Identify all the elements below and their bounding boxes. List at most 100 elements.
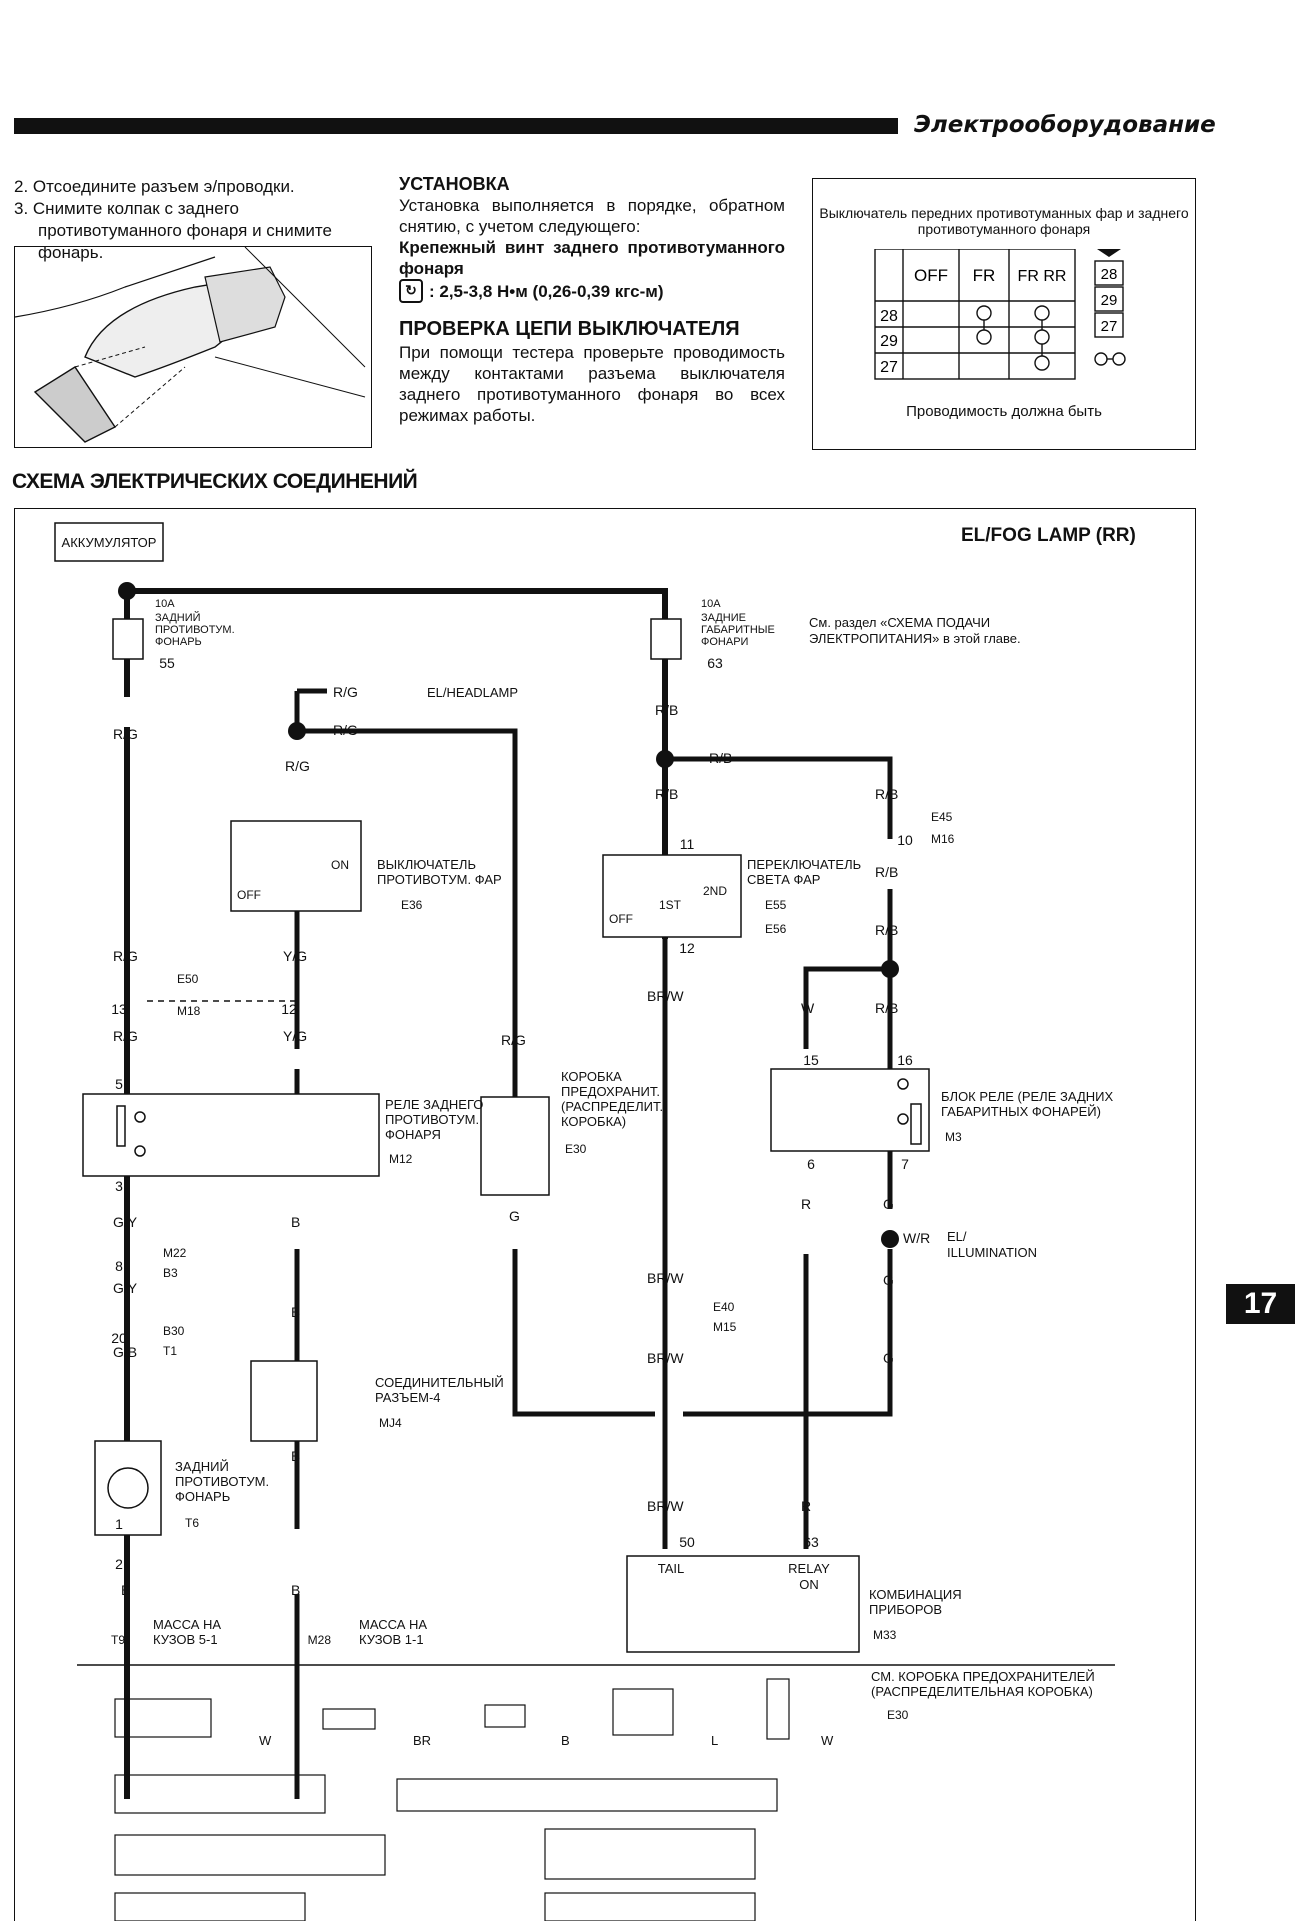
wire-rg-7: R/G [501,1032,526,1048]
fog-switch-label-2: ПРОТИВОТУМ. ФАР [377,872,502,887]
pin-7: 7 [901,1156,909,1172]
pin-1-lamp: 1 [115,1516,123,1532]
pin-12b: 12 [679,940,695,956]
conn-m22: M22 [163,1246,187,1260]
light-switch-1st: 1ST [659,898,682,912]
ground1-conn: T9 [111,1633,125,1647]
light-switch-2nd: 2ND [703,884,727,898]
wire-rg-3: R/G [333,722,358,738]
col-off: OFF [914,266,948,285]
wire-rb-1: R/B [655,702,678,718]
torque-value: : 2,5-3,8 Н•м (0,26-0,39 кгс-м) [429,281,664,301]
col-fr-rr: FR RR [1018,268,1067,285]
fog-relay-label-2: ПРОТИВОТУМ. [385,1112,479,1127]
see-note-1: См. раздел «СХЕМА ПОДАЧИ [809,615,990,630]
removal-steps: 2. Отсоедините разъем э/проводки. 3. Сни… [14,176,384,264]
fuse-box-conn: E30 [565,1142,587,1156]
wire-b-2: B [291,1304,300,1320]
fuse2-rating: 10A [701,598,721,610]
conn-color-w-2: W [821,1733,834,1748]
check-heading: ПРОВЕРКА ЦЕПИ ВЫКЛЮЧАТЕЛЯ [399,318,740,340]
fog-relay-label-3: ФОНАРЯ [385,1127,441,1142]
fuse1-rating: 10A [155,598,175,610]
fuse1-label-2: ПРОТИВОТУМ. [155,624,235,636]
pin-50: 50 [679,1534,695,1550]
pin-15: 15 [803,1052,819,1068]
wire-b-5: B [291,1582,300,1598]
fusebox-note-1: СМ. КОРОБКА ПРЕДОХРАНИТЕЛЕЙ [871,1669,1095,1684]
fuse-box-label-2: ПРЕДОХРАНИТ. [561,1084,660,1099]
ground1-label-1: МАССА НА [153,1617,221,1632]
wire-brw-3: BR/W [647,1350,684,1366]
wire-g-4: G [883,1350,894,1366]
fog-switch-conn: E36 [401,898,423,912]
install-section: УСТАНОВКА Установка выполняется в порядк… [399,174,785,426]
conn-t1: T1 [163,1344,177,1358]
pin-20: 20 [111,1330,127,1346]
pin-8: 8 [115,1258,123,1274]
fuse2-label-3: ФОНАРИ [701,636,748,648]
wiring-diagram: EL/FOG LAMP (RR) АККУМУЛЯТОР 10A ЗАДНИЙ … [54,522,1136,1922]
pin-28: 28 [1101,266,1118,283]
tail-relay-label-1: БЛОК РЕЛЕ (РЕЛЕ ЗАДНИХ [941,1089,1113,1104]
wire-brw-2: BR/W [647,1270,684,1286]
illum-ref-2: ILLUMINATION [947,1245,1037,1260]
pin-29: 29 [1101,292,1118,309]
pin-13: 13 [111,1001,127,1017]
illum-ref-1: EL/ [947,1229,967,1244]
wire-wr: W/R [903,1230,930,1246]
torque-spec: ↻ : 2,5-3,8 Н•м (0,26-0,39 кгс-м) [399,279,785,303]
pin-27: 27 [1101,318,1118,335]
fuse1-number: 55 [159,655,175,671]
fuse1-label-1: ЗАДНИЙ [155,611,201,624]
battery-label: АККУМУЛЯТОР [62,535,157,550]
meter-relay: RELAY [788,1561,830,1576]
wire-rb-3: R/B [655,786,678,802]
wire-rb-7: R/B [875,1000,898,1016]
row-28: 28 [880,308,898,325]
step-2: 2. Отсоедините разъем э/проводки. [14,177,295,196]
wire-rb-5: R/B [875,864,898,880]
light-switch-off: OFF [609,912,633,926]
wire-yg-2: Y/G [283,1028,307,1044]
fusebox-note-conn: E30 [887,1708,909,1722]
wire-rg-6: R/G [113,1028,138,1044]
light-switch-label-2: СВЕТА ФАР [747,872,820,887]
row-27: 27 [880,359,898,376]
ground2-conn: M28 [308,1633,332,1647]
wire-b-3: B [291,1448,300,1464]
conn-color-br: BR [413,1733,431,1748]
wire-rg-1: R/G [113,726,138,742]
conn-e45: E45 [931,810,953,824]
fuse1-label-3: ФОНАРЬ [155,636,202,648]
wire-gy-1: G/Y [113,1214,138,1230]
wire-rb-4: R/B [875,786,898,802]
pin-10: 10 [897,832,913,848]
wire-r-2: R [801,1498,811,1514]
install-text: Установка выполняется в порядке, обратно… [399,196,785,236]
pin-16: 16 [897,1052,913,1068]
ground2-label-2: КУЗОВ 1-1 [359,1632,424,1647]
conn-m16: M16 [931,832,955,846]
lamp-removal-illustration [14,246,372,448]
fog-relay-label-1: РЕЛЕ ЗАДНЕГО [385,1097,483,1112]
pin-2-lamp: 2 [115,1556,123,1572]
wire-rb-2: R/B [709,750,732,766]
switch-continuity-box: Выключатель передних противотуманных фар… [812,178,1196,450]
pin-5: 5 [115,1076,123,1092]
fuse2-label-1: ЗАДНИЕ [701,612,746,624]
conn-color-b: B [561,1733,570,1748]
wire-rg-4: R/G [285,758,310,774]
tail-relay-label-2: ГАБАРИТНЫХ ФОНАРЕЙ) [941,1104,1101,1119]
diagram-title: EL/FOG LAMP (RR) [961,525,1136,546]
lamp-label-2: ПРОТИВОТУМ. [175,1474,269,1489]
fusebox-note-2: (РАСПРЕДЕЛИТЕЛЬНАЯ КОРОБКА) [871,1684,1093,1699]
wire-g-3: G [883,1272,894,1288]
pin-12a: 12 [281,1001,297,1017]
fuse-box-label-3: (РАСПРЕДЕЛИТ. [561,1099,663,1114]
pin-63: 63 [803,1534,819,1550]
wire-b-1: B [291,1214,300,1230]
check-text: При помощи тестера проверьте проводимост… [399,343,785,425]
meter-label-2: ПРИБОРОВ [869,1602,942,1617]
wire-rg-5: R/G [113,948,138,964]
